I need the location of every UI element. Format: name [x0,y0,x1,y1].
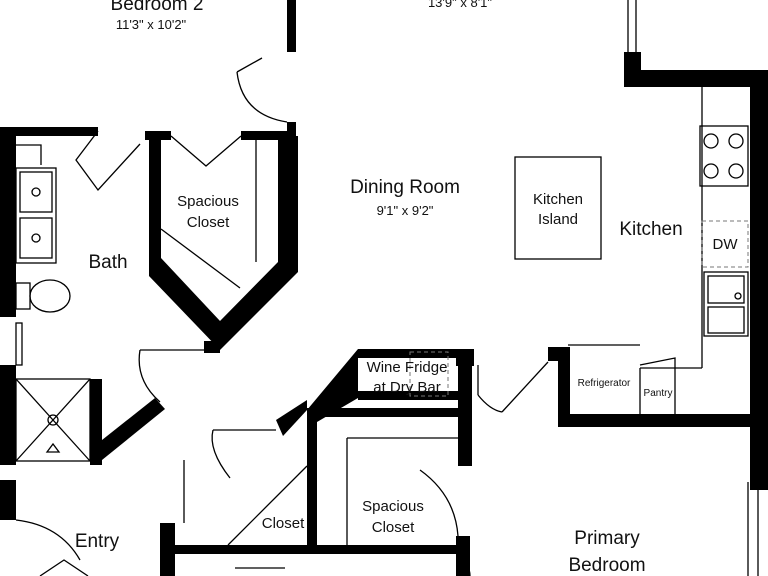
refrigerator-label: Refrigerator [578,378,631,389]
sink-basin-2 [19,217,53,259]
kitchen-sink [703,271,749,337]
top-room-dims: 13'9" x 8'1" [428,0,492,10]
toilet-bowl [29,279,71,313]
primary-bedroom-name-1: Primary [574,528,640,549]
wine-fridge-label-1: Wine Fridge [367,359,448,376]
doors [15,57,549,576]
dishwasher-outline [701,220,749,268]
closet2-label-1: Spacious [362,498,424,515]
pantry-label: Pantry [644,388,673,399]
windows [627,0,759,576]
entry-name: Entry [75,531,120,552]
bath-name: Bath [88,252,127,273]
bedroom2-name: Bedroom 2 [111,0,204,15]
dining-room-name: Dining Room [350,177,460,198]
toilet-tank [15,282,31,310]
closet1-label-1: Spacious [177,193,239,210]
closet1-label-2: Closet [187,214,230,231]
bath-fixtures [15,167,91,462]
cooktop [699,125,749,187]
kitchen-fixtures [409,125,749,414]
bedroom2-dims: 11'3" x 10'2" [116,17,187,32]
dishwasher-label: DW [713,236,739,253]
closet2-label-2: Closet [372,519,415,536]
primary-bedroom-name-2: Bedroom [568,555,645,576]
island-label-1: Kitchen [533,191,583,208]
wine-fridge-label-2: at Dry Bar [373,379,441,396]
kitchen-island [514,156,602,260]
shower [15,378,91,462]
closet3-label: Closet [262,515,305,532]
wine-fridge-outline [409,351,449,397]
dining-room-dims: 9'1" x 9'2" [377,203,434,218]
sink-basin-1 [19,171,53,213]
labels: Bedroom 2 11'3" x 10'2" 13'9" x 8'1" Din… [75,0,739,576]
island-label-2: Island [538,211,578,228]
kitchen-name: Kitchen [619,219,682,240]
